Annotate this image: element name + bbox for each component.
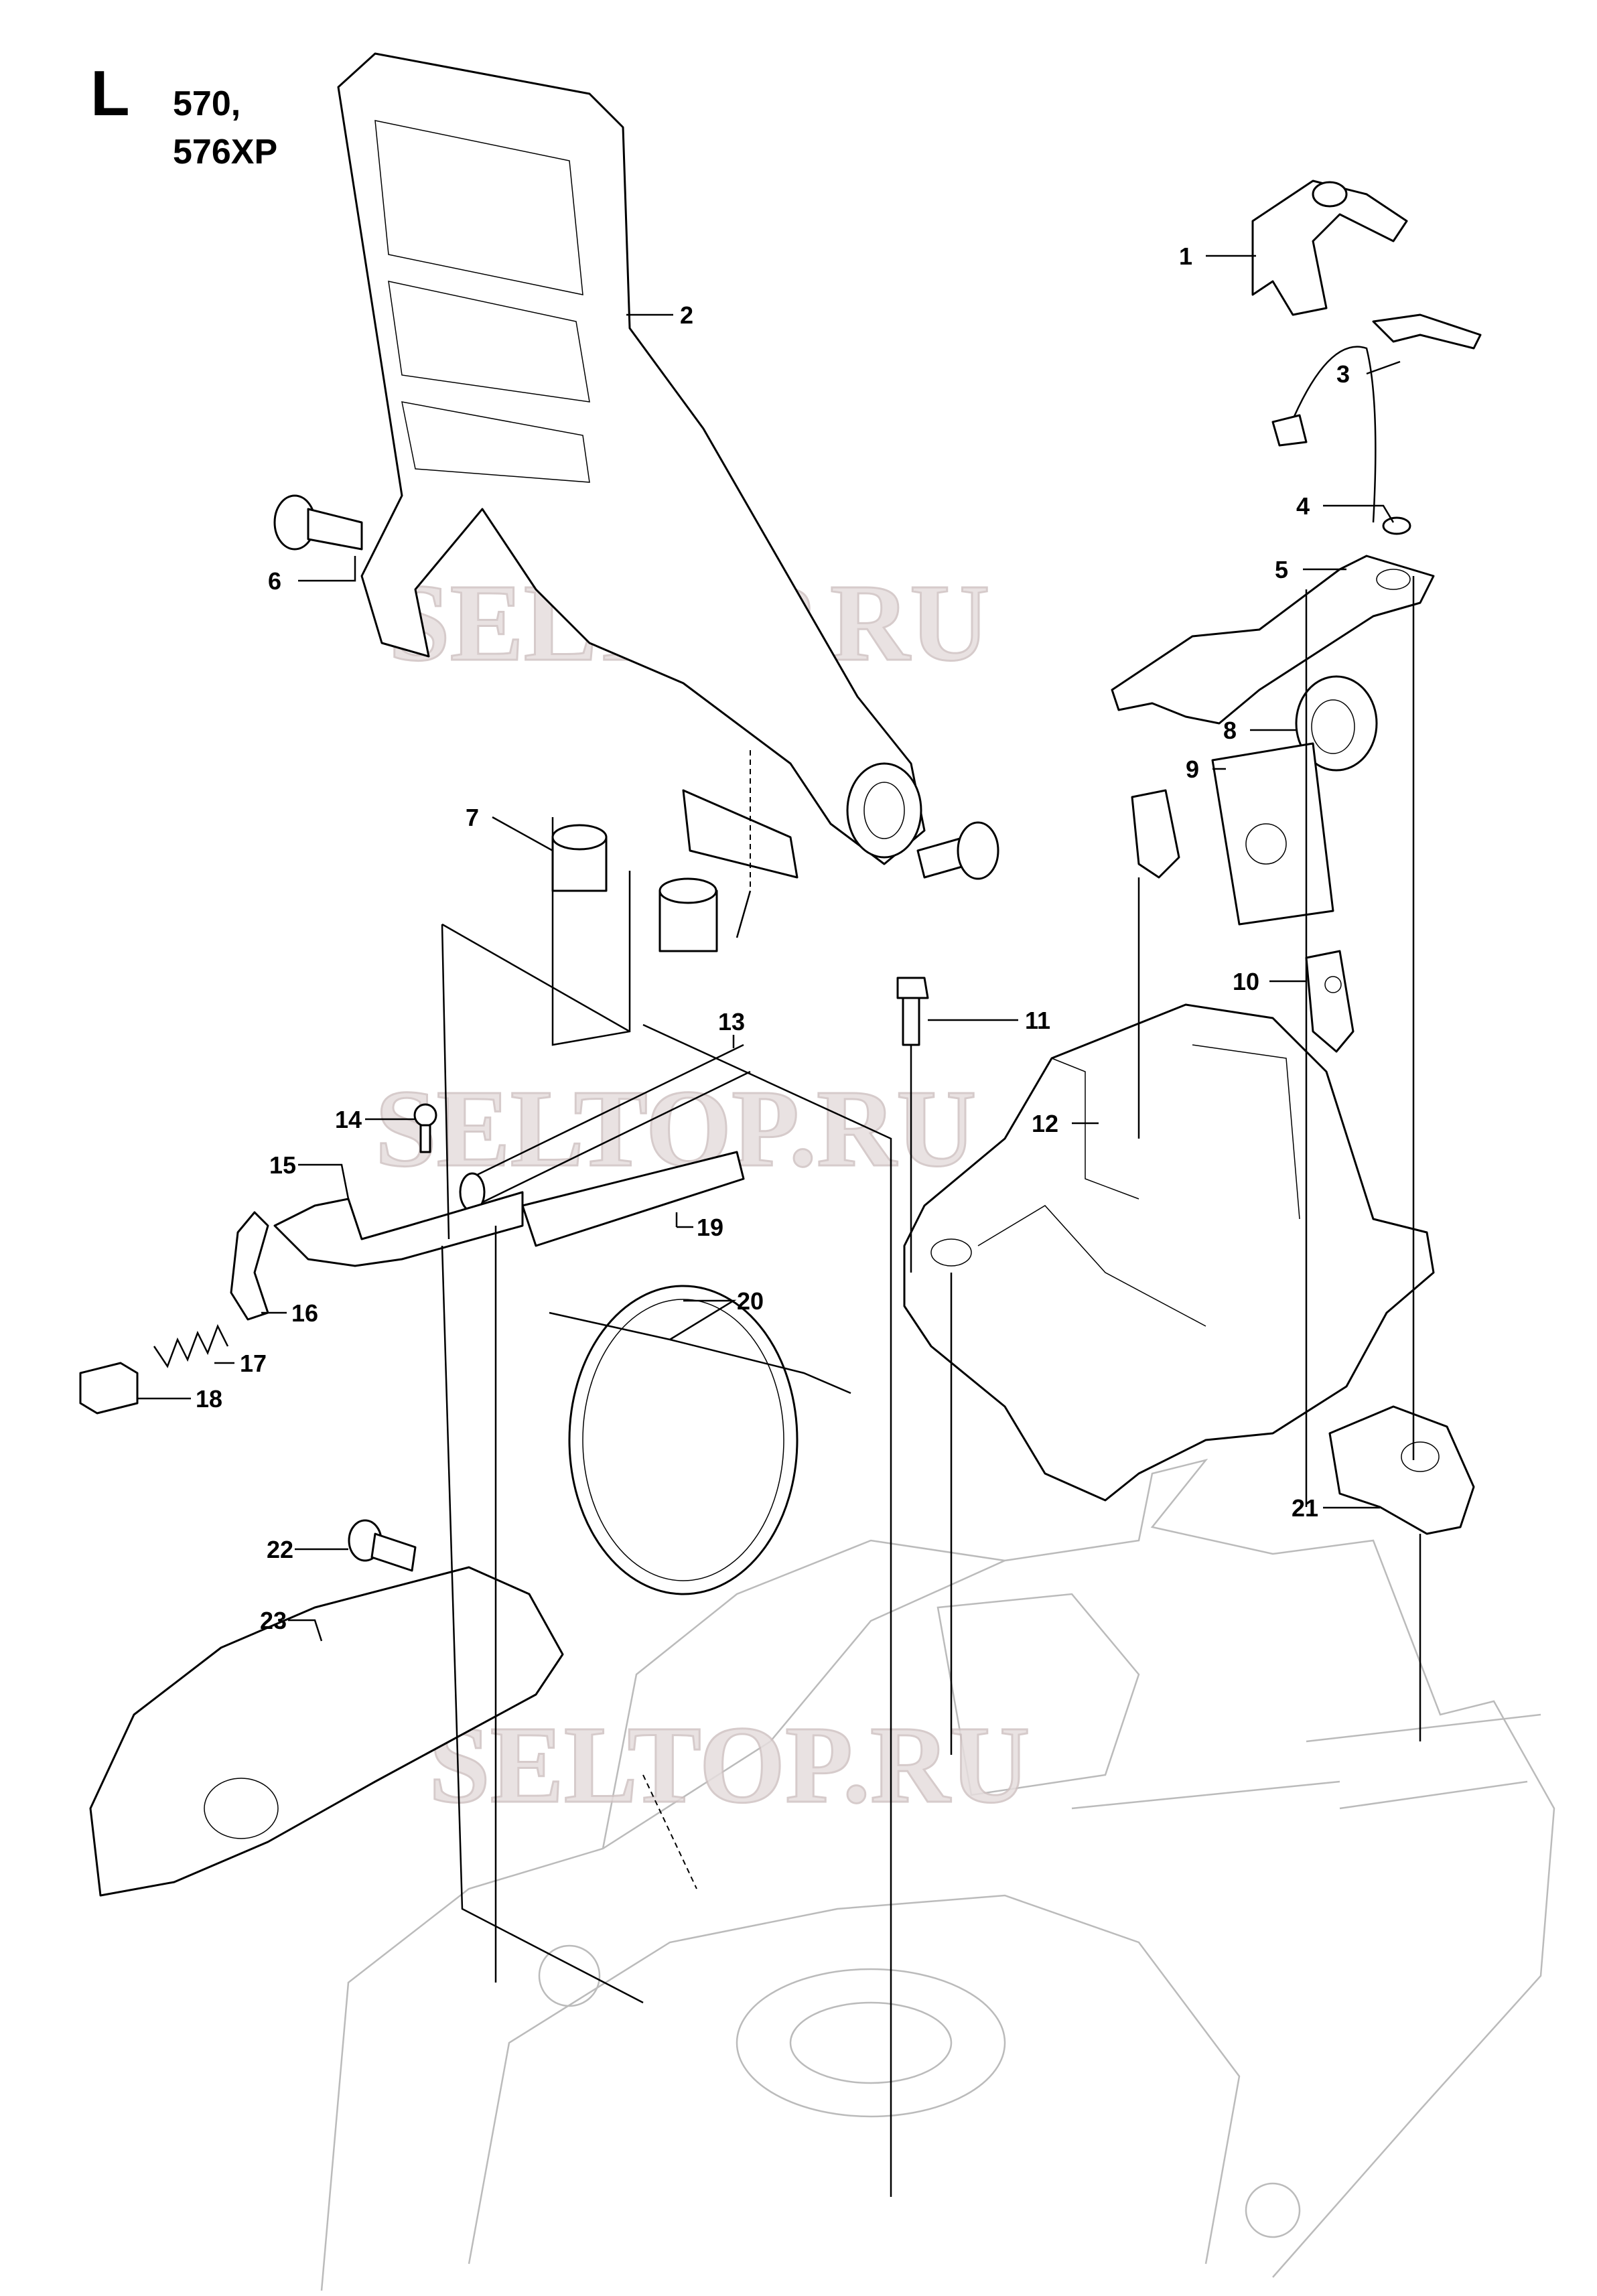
part-12-carrier xyxy=(903,1003,1435,1502)
section-letter: L xyxy=(90,58,130,129)
part-bolt-6 xyxy=(273,494,363,551)
callout-23: 23 xyxy=(260,1607,287,1634)
part-17-spring xyxy=(153,1323,229,1368)
part-22-bolt xyxy=(348,1519,417,1572)
part-bushing-7 xyxy=(551,824,718,952)
callout-2: 2 xyxy=(680,301,693,329)
part-16 xyxy=(230,1211,269,1321)
callout-8: 8 xyxy=(1223,717,1237,744)
callout-21: 21 xyxy=(1292,1494,1318,1522)
part-clip-9 xyxy=(1131,789,1180,879)
callout-13: 13 xyxy=(718,1008,745,1035)
part-23-cover xyxy=(89,1566,564,1897)
part-21 xyxy=(1328,1405,1475,1535)
callout-12: 12 xyxy=(1032,1110,1058,1137)
callout-18: 18 xyxy=(196,1385,222,1413)
part-15 xyxy=(273,1191,524,1267)
callout-17: 17 xyxy=(240,1350,267,1377)
callout-15: 15 xyxy=(269,1151,296,1179)
callout-20: 20 xyxy=(737,1287,764,1315)
callout-3: 3 xyxy=(1336,360,1350,388)
watermark: SELTOP.RU xyxy=(429,1703,1030,1826)
model-line-1: 570, xyxy=(173,84,240,123)
callout-9: 9 xyxy=(1186,756,1199,783)
callout-11: 11 xyxy=(1025,1007,1050,1034)
callout-4: 4 xyxy=(1296,492,1310,520)
callout-7: 7 xyxy=(466,804,479,831)
part-3 xyxy=(1372,313,1482,350)
part-9 xyxy=(1211,742,1334,926)
part-hand-guard xyxy=(337,52,926,879)
callout-5: 5 xyxy=(1275,556,1288,583)
part-4-cable xyxy=(1271,346,1411,535)
part-19 xyxy=(521,1151,745,1247)
callout-10: 10 xyxy=(1233,968,1259,995)
callout-16: 16 xyxy=(291,1299,318,1327)
crankcase-ghost xyxy=(320,1458,1555,2291)
callouts: 1 2 3 4 5 6 7 8 9 10 11 12 13 14 15 16 1… xyxy=(137,242,1401,1642)
part-5-throttle xyxy=(1111,555,1435,725)
callout-6: 6 xyxy=(268,567,281,595)
part-18 xyxy=(79,1362,139,1415)
part-20-brake-band xyxy=(549,1285,851,1595)
callout-1: 1 xyxy=(1179,242,1192,270)
model-line-2: 576XP xyxy=(173,133,277,171)
part-10-clip xyxy=(1305,950,1355,1053)
part-1 xyxy=(1251,180,1408,316)
callout-19: 19 xyxy=(697,1214,723,1241)
callout-14: 14 xyxy=(335,1106,362,1133)
part-11-screw xyxy=(896,977,929,1046)
callout-22: 22 xyxy=(267,1536,293,1563)
part-bolt-guard xyxy=(916,821,999,880)
assembly-lines xyxy=(441,576,1421,2197)
part-14-screw xyxy=(413,1103,437,1153)
part-8 xyxy=(1295,675,1378,772)
